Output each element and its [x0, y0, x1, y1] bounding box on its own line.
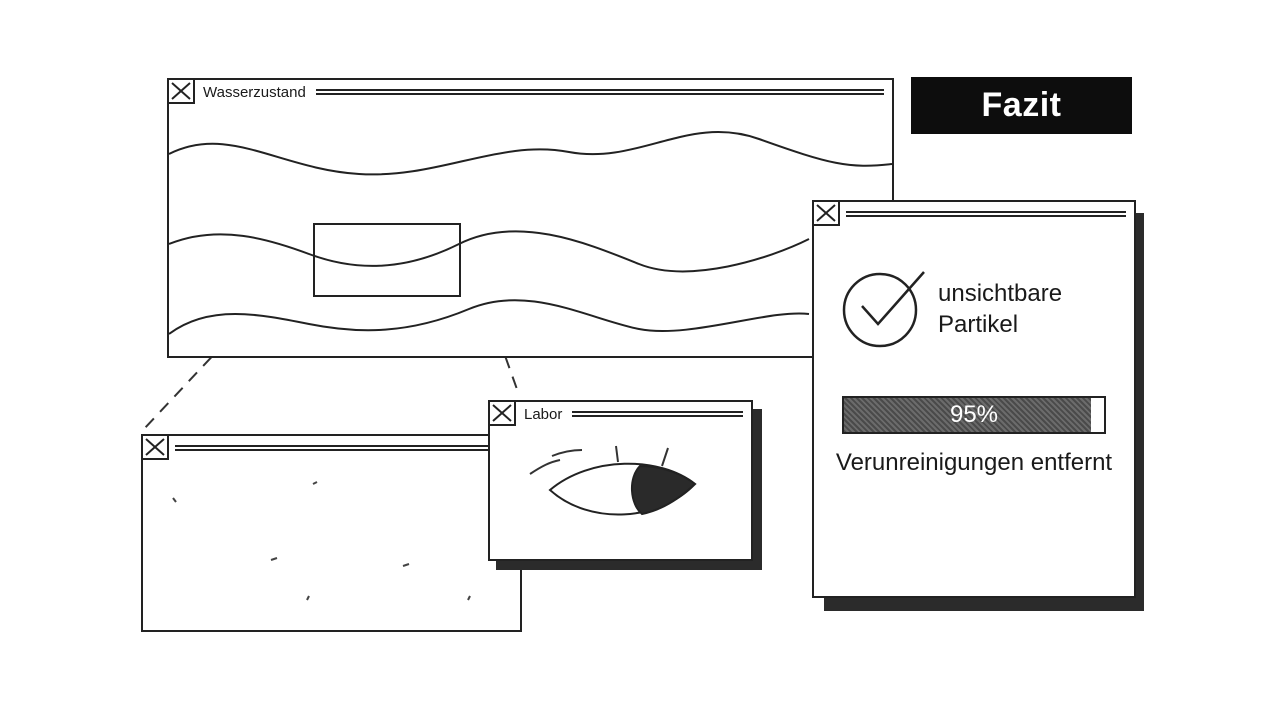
labor-titlebar[interactable]: Labor — [490, 402, 751, 426]
eye-icon — [529, 445, 697, 516]
wave-line-top — [169, 131, 892, 176]
wasserzustand-titlebar[interactable]: Wasserzustand — [169, 80, 892, 104]
zoom-selection-box — [313, 223, 461, 297]
invisible-particles-text: unsichtbare Partikel — [938, 280, 1063, 338]
labor-window: Labor — [488, 400, 753, 561]
window-title: Labor — [524, 405, 563, 423]
empty-window — [141, 434, 522, 632]
cleaning-progress-bar: 95% — [842, 396, 1106, 434]
close-icon[interactable] — [143, 436, 169, 460]
titlebar-grip — [315, 89, 884, 95]
titlebar-grip — [175, 445, 512, 451]
wasserzustand-window: Wasserzustand — [167, 78, 894, 358]
result-titlebar[interactable] — [814, 202, 1134, 226]
progress-percent: 95% — [949, 401, 999, 428]
particle-marks — [172, 481, 471, 601]
fazit-label: Fazit — [911, 77, 1132, 134]
titlebar-grip — [846, 211, 1126, 217]
wave-line-middle — [169, 230, 810, 273]
window-title: Wasserzustand — [203, 83, 306, 101]
close-icon[interactable] — [490, 402, 516, 426]
titlebar-grip — [572, 411, 743, 417]
checkmark-icon — [842, 271, 925, 348]
impurities-removed-text: Verunreinigungen entfernt — [835, 449, 1113, 476]
result-window: unsichtbare Partikel 95% Verunreinigunge… — [812, 200, 1136, 598]
wave-graph — [169, 131, 892, 335]
empty-window-titlebar[interactable] — [143, 436, 520, 460]
wave-line-bottom — [169, 299, 810, 335]
close-icon[interactable] — [169, 80, 195, 104]
progress-fill — [844, 398, 1091, 432]
close-icon[interactable] — [814, 202, 840, 226]
